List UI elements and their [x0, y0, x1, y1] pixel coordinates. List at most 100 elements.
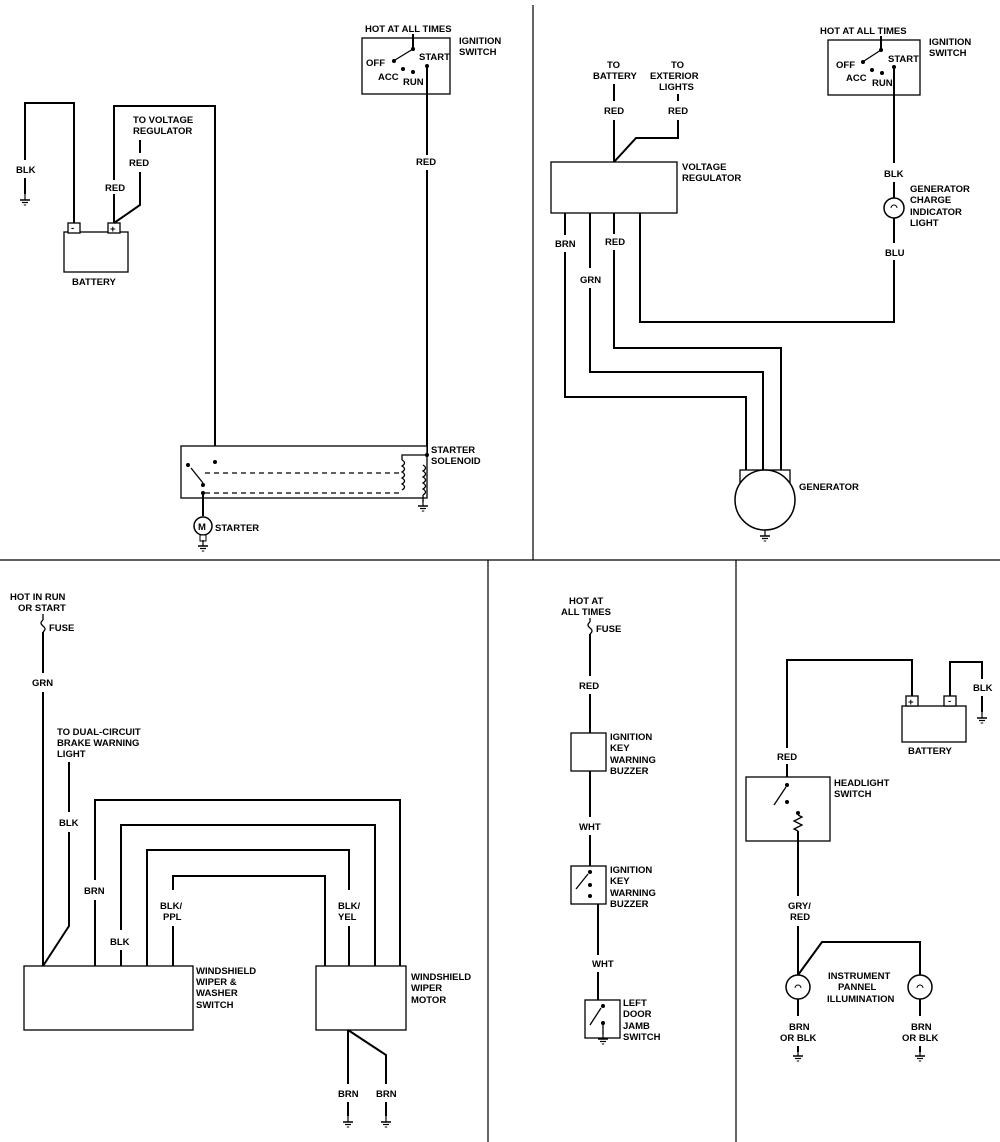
svg-text:WHT: WHT: [579, 822, 601, 833]
svg-text:RED: RED: [777, 752, 797, 763]
to-voltage-regulator-label: TO VOLTAGE: [133, 115, 193, 126]
svg-text:BLK/: BLK/: [338, 901, 361, 912]
svg-text:ACC: ACC: [846, 73, 867, 84]
svg-text:CHARGE: CHARGE: [910, 195, 951, 206]
svg-text:BRN: BRN: [555, 239, 576, 250]
svg-text:TO: TO: [671, 60, 684, 71]
svg-text:TO: TO: [607, 60, 620, 71]
voltage-regulator: [550, 161, 678, 214]
svg-text:REGULATOR: REGULATOR: [682, 173, 741, 184]
svg-text:SWITCH: SWITCH: [459, 47, 497, 58]
ignition-switch-label: IGNITION: [459, 36, 501, 47]
svg-text:WHT: WHT: [592, 959, 614, 970]
svg-text:START: START: [419, 52, 450, 63]
svg-text:HOT AT: HOT AT: [569, 596, 603, 607]
svg-text:START: START: [888, 54, 919, 65]
brake-warning-label: TO DUAL-CIRCUIT: [57, 727, 141, 738]
svg-text:RED: RED: [579, 681, 599, 692]
svg-text:RUN: RUN: [403, 77, 424, 88]
battery-label: BATTERY: [72, 277, 116, 288]
svg-text:ILLUMINATION: ILLUMINATION: [827, 994, 895, 1005]
svg-text:BLK: BLK: [59, 818, 79, 829]
blk-ppl-wire: [172, 875, 326, 966]
svg-text:GRN: GRN: [580, 275, 601, 286]
svg-text:JAMB: JAMB: [623, 1021, 650, 1032]
starter-solenoid-label: STARTER: [431, 445, 475, 456]
svg-text:PPL: PPL: [163, 912, 182, 923]
svg-text:KEY: KEY: [610, 876, 630, 887]
charging-circuit: TO BATTERY TO EXTERIOR LIGHTS RED RED VO…: [550, 26, 971, 542]
svg-text:HOT AT ALL TIMES: HOT AT ALL TIMES: [820, 26, 907, 37]
svg-text:INDICATOR: INDICATOR: [910, 207, 962, 218]
charge-indicator-lamp: [883, 197, 905, 219]
ignition-switch-box: [361, 37, 451, 95]
svg-text:BRN: BRN: [789, 1022, 810, 1033]
svg-text:FUSE: FUSE: [49, 623, 74, 634]
hot-at-all-times-label: HOT AT ALL TIMES: [365, 24, 452, 35]
charge-indicator-label: GENERATOR: [910, 184, 970, 195]
svg-text:M: M: [198, 522, 206, 533]
starter-label: STARTER: [215, 523, 259, 534]
svg-text:BLK: BLK: [884, 169, 904, 180]
voltage-regulator-label: VOLTAGE: [682, 162, 727, 173]
svg-text:GRN: GRN: [32, 678, 53, 689]
starter-solenoid: [180, 445, 428, 499]
panel-dividers: [0, 5, 1000, 1142]
svg-text:BLK: BLK: [973, 683, 993, 694]
solenoid-coil-1: [400, 459, 406, 491]
svg-text:BRAKE WARNING: BRAKE WARNING: [57, 738, 139, 749]
starter-circuit: HOT AT ALL TIMES IGNITION SWITCH OFF ACC…: [16, 24, 501, 552]
svg-text:BLK: BLK: [110, 937, 130, 948]
svg-text:BRN: BRN: [84, 886, 105, 897]
dimmer-rheostat: [792, 814, 804, 832]
svg-text:SOLENOID: SOLENOID: [431, 456, 481, 467]
wiper-motor: [315, 965, 407, 1031]
svg-text:OR BLK: OR BLK: [780, 1033, 817, 1044]
ignition-switch-contact: [394, 48, 414, 61]
svg-text:WIPER: WIPER: [411, 983, 442, 994]
wiper-motor-label: WINDSHIELD: [411, 972, 471, 983]
key-warning-buzzer: [570, 732, 607, 772]
svg-text:OR START: OR START: [18, 603, 66, 614]
to-exterior-lights-label: EXTERIOR: [650, 71, 699, 82]
svg-text:OFF: OFF: [836, 60, 855, 71]
svg-text:BUZZER: BUZZER: [610, 766, 649, 777]
blu-wire: [639, 213, 895, 323]
svg-text:LIGHT: LIGHT: [910, 218, 939, 229]
svg-text:ACC: ACC: [378, 72, 399, 83]
svg-text:WASHER: WASHER: [196, 988, 238, 999]
brn-loop-wire: [94, 799, 401, 966]
svg-text:BLK: BLK: [16, 165, 36, 176]
solenoid-coil-2: [421, 464, 427, 496]
generator-label: GENERATOR: [799, 482, 859, 493]
svg-text:DOOR: DOOR: [623, 1009, 652, 1020]
svg-text:MOTOR: MOTOR: [411, 995, 446, 1006]
svg-text:SWITCH: SWITCH: [196, 1000, 234, 1011]
blk-loop-wire: [120, 824, 376, 966]
svg-text:BUZZER: BUZZER: [610, 899, 649, 910]
svg-text:LIGHTS: LIGHTS: [659, 82, 694, 93]
svg-text:OFF: OFF: [366, 58, 385, 69]
instrument-panel-illumination-label: INSTRUMENT: [828, 971, 890, 982]
svg-text:BLU: BLU: [885, 248, 905, 259]
svg-text:OR BLK: OR BLK: [902, 1033, 939, 1044]
door-jamb-switch-label: LEFT: [623, 998, 647, 1009]
svg-text:WARNING: WARNING: [610, 888, 656, 899]
ignition-key-switch-label: IGNITION: [610, 865, 652, 876]
headlight-switch-label: HEADLIGHT: [834, 778, 890, 789]
svg-text:BLK/: BLK/: [160, 901, 183, 912]
svg-text:YEL: YEL: [338, 912, 357, 923]
svg-text:HOT IN RUN: HOT IN RUN: [10, 592, 66, 603]
svg-text:-: -: [71, 223, 74, 234]
blk-yel-wire: [146, 849, 350, 966]
svg-text:RED: RED: [668, 106, 688, 117]
svg-text:SWITCH: SWITCH: [623, 1032, 661, 1043]
svg-text:KEY: KEY: [610, 743, 630, 754]
svg-text:ALL TIMES: ALL TIMES: [561, 607, 611, 618]
svg-text:BRN: BRN: [376, 1089, 397, 1100]
wiper-circuit: HOT IN RUN OR START FUSE GRN TO DUAL-CIR…: [10, 592, 471, 1128]
svg-text:SWITCH: SWITCH: [929, 48, 967, 59]
battery: [63, 231, 129, 273]
wiper-washer-switch: [23, 965, 194, 1031]
svg-text:LIGHT: LIGHT: [57, 749, 86, 760]
